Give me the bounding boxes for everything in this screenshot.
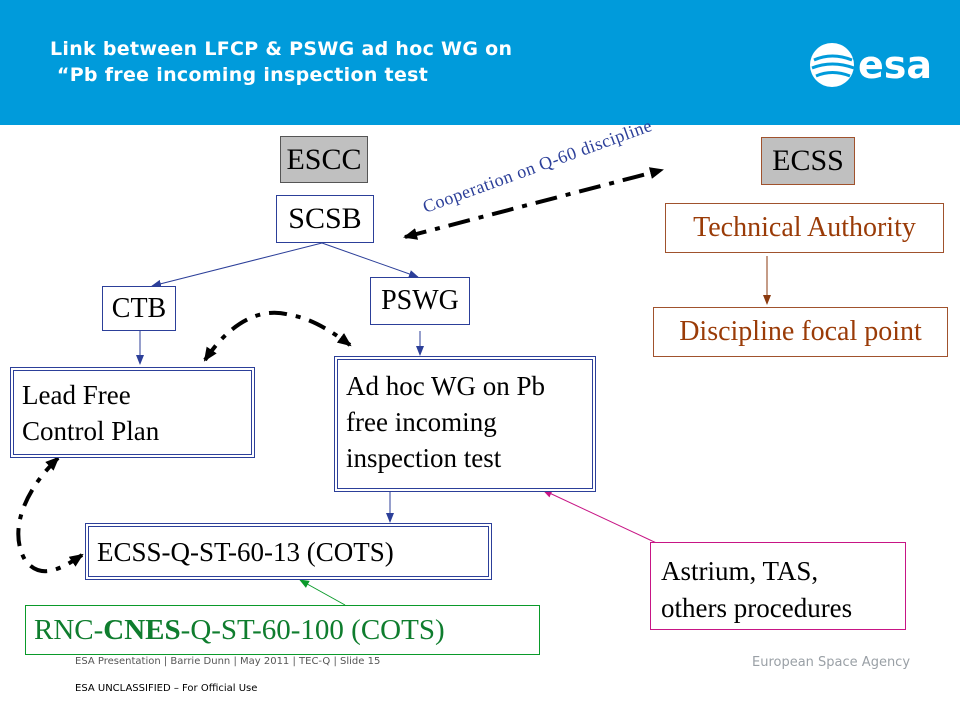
- lead-free-line1: Lead Free: [22, 380, 131, 410]
- rnc-bold: CNES: [103, 613, 181, 646]
- footer-presentation-info: ESA Presentation | Barrie Dunn | May 201…: [75, 656, 381, 667]
- pswg-box: PSWG: [370, 277, 470, 325]
- scsb-label: SCSB: [288, 202, 362, 235]
- ecss-box: ECSS: [761, 137, 855, 185]
- lead-free-control-plan-box: Lead Free Control Plan: [10, 367, 255, 458]
- discipline-focal-point-label: Discipline focal point: [679, 316, 922, 347]
- arrow-rnc-ecss: [299, 579, 346, 606]
- pswg-label: PSWG: [381, 285, 459, 316]
- slide-title-line2: “Pb free incoming inspection test: [50, 64, 429, 86]
- rnc-cnes-box: RNC-CNES-Q-ST-60-100 (COTS): [25, 605, 540, 655]
- arrow-astrium-adhoc: [542, 489, 666, 548]
- astrium-line1: Astrium, TAS,: [661, 556, 819, 586]
- slide-title: Link between LFCP & PSWG ad hoc WG on “P…: [50, 36, 512, 88]
- ecss-std-label: ECSS-Q-ST-60-13 (COTS): [97, 537, 394, 567]
- scsb-box: SCSB: [276, 195, 374, 243]
- adhoc-line1: Ad hoc WG on Pb: [346, 371, 545, 401]
- footer-agency-name: European Space Agency: [752, 655, 911, 670]
- ctb-box: CTB: [102, 286, 176, 331]
- rnc-pre: RNC-: [34, 613, 104, 646]
- adhoc-wg-box: Ad hoc WG on Pb free incoming inspection…: [334, 356, 596, 492]
- escc-label: ESCC: [286, 142, 362, 176]
- technical-authority-label: Technical Authority: [693, 212, 916, 243]
- rnc-post: -Q-ST-60-100 (COTS): [180, 613, 445, 646]
- astrium-procedures-box: Astrium, TAS, others procedures: [650, 542, 906, 630]
- adhoc-line2: free incoming: [346, 407, 497, 437]
- footer-classification: ESA UNCLASSIFIED – For Official Use: [75, 683, 258, 694]
- leadfree-adhoc-link-arrow: [203, 310, 352, 362]
- technical-authority-box: Technical Authority: [665, 203, 944, 253]
- esa-logo: esa: [810, 43, 932, 87]
- ecss-label: ECSS: [772, 144, 844, 177]
- ecss-q-st-60-13-box: ECSS-Q-ST-60-13 (COTS): [85, 523, 492, 580]
- header-banner: Link between LFCP & PSWG ad hoc WG on “P…: [0, 0, 960, 125]
- adhoc-line3: inspection test: [346, 443, 502, 473]
- arrow-scsb-ctb: [151, 242, 323, 288]
- arrow-scsb-pswg: [321, 242, 419, 278]
- discipline-focal-point-box: Discipline focal point: [653, 307, 948, 357]
- lead-free-line2: Control Plan: [22, 416, 160, 446]
- ctb-label: CTB: [111, 292, 167, 324]
- astrium-line2: others procedures: [661, 593, 853, 623]
- esa-logo-text: esa: [858, 43, 932, 87]
- slide-title-line1: Link between LFCP & PSWG ad hoc WG on: [50, 38, 513, 60]
- leadfree-ecss-link-arrow: [16, 456, 84, 574]
- escc-box: ESCC: [280, 136, 368, 183]
